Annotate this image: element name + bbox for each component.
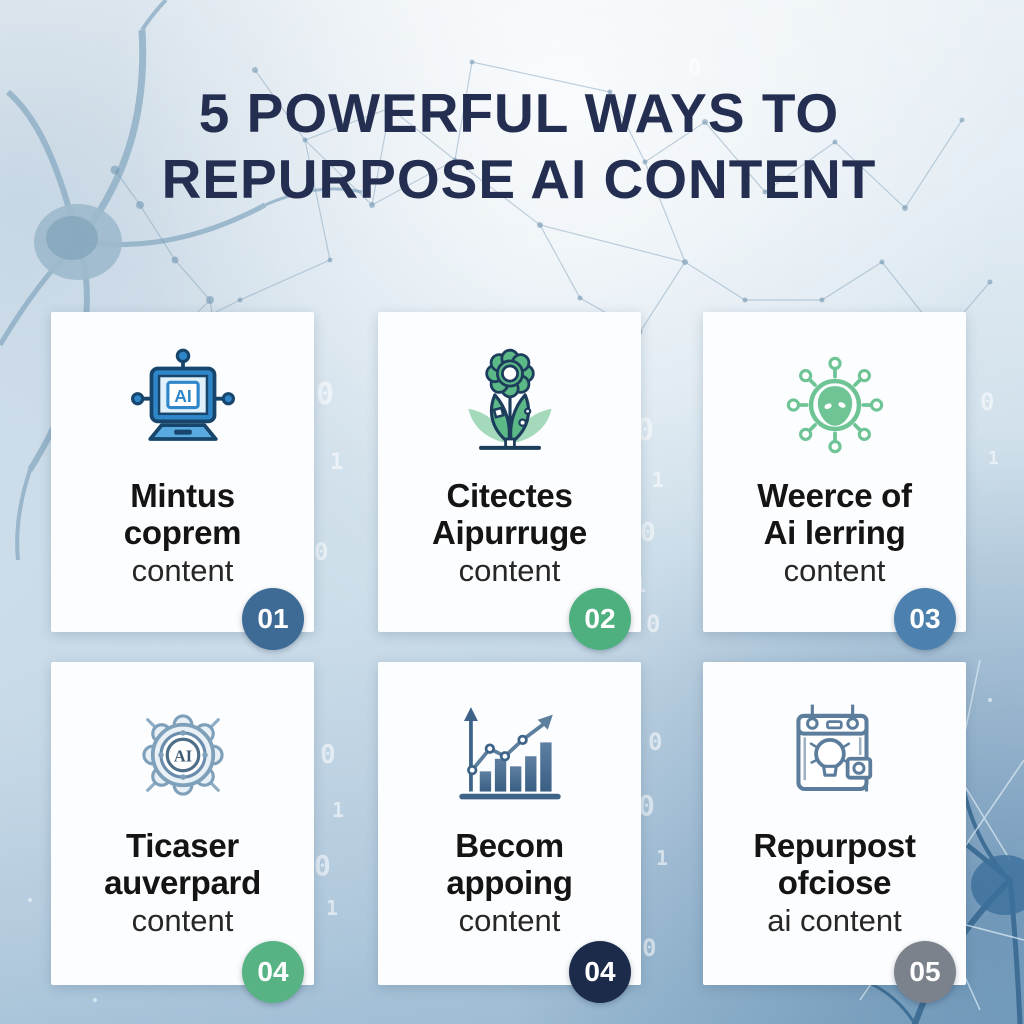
card-number-badge: 05 [894,941,956,1003]
card-number-badge: 04 [242,941,304,1003]
card-title-line2: appoing [446,863,573,901]
card-title-line2: ofciose [777,863,892,901]
card-becom-appoing: Becom appoing content 04 [378,662,641,1003]
card-number-badge: 03 [894,588,956,650]
card-subtitle: ai content [767,902,902,938]
card-title-line1: Weerce of [757,477,912,514]
growth-chart-icon [447,692,573,818]
card-repurpost-ofciose: Repurpost ofciose ai content 05 [703,662,966,1003]
card-text: Ticaser auverpard content [104,827,261,939]
page-title: 5 POWERFUL WAYS TO REPURPOSE AI CONTENT [0,80,1024,212]
ai-screen-label: AI [174,386,192,406]
binary-digit: 1 [326,896,339,920]
idea-calendar-icon [772,692,898,818]
card-title-line1: Ticaser [126,827,239,864]
binary-digit: 0 [314,849,331,882]
card-subtitle: content [458,552,561,588]
binary-digit: 1 [652,468,665,492]
card-title-line2: Ai lerring [763,513,906,551]
binary-digit: 1 [656,846,669,870]
card-number: 05 [909,956,941,987]
card-subtitle: content [131,902,234,938]
binary-digit: 0 [640,518,656,548]
binary-digit: 1 [330,450,344,475]
card-citectes-aipurruge: Citectes Aipurruge content 02 [378,312,641,650]
card-text: Repurpost ofciose ai content [753,827,916,939]
card-mintus-coprem: AI Mintus coprem content 01 [51,312,314,650]
binary-digit: 0 [320,740,336,770]
binary-digit: 0 [642,934,657,962]
card-title-line1: Mintus [130,477,235,514]
card-subtitle: content [458,902,561,938]
ai-gear-badge-icon: AI [120,692,246,818]
network-head-icon [772,342,898,468]
card-number: 01 [257,603,289,634]
card-title-line1: Citectes [446,477,573,514]
gear-flower-icon [447,342,573,468]
title-line2: REPURPOSE AI CONTENT [161,148,877,210]
card-number-badge: 04 [569,941,631,1003]
card-title-line2: coprem [123,513,242,551]
card-title-line1: Becom [455,827,564,864]
binary-digit: 1 [988,448,999,469]
card-text: Becom appoing content [446,827,573,939]
binary-digit: 0 [316,377,335,412]
card-number-badge: 01 [242,588,304,650]
card-number: 03 [909,603,941,634]
card-ticaser-auverpard: AI Ticaser auverpard content 04 [51,662,314,1003]
card-text: Citectes Aipurruge content [432,477,587,589]
card-title-line1: Repurpost [753,827,916,864]
card-text: Mintus coprem content [123,477,242,589]
ai-computer-icon: AI [120,342,246,468]
binary-digit: 1 [332,798,345,822]
card-title-line2: Aipurruge [432,513,587,551]
card-weerce-of-ai-lerring: Weerce of Ai lerring content 03 [703,312,966,650]
card-subtitle: content [131,552,234,588]
binary-digit: 0 [646,610,661,638]
binary-digit: 0 [314,538,329,566]
binary-digit: 0 [980,388,995,416]
ai-badge-label: AI [173,746,191,765]
card-number-badge: 02 [569,588,631,650]
card-number: 04 [584,956,616,987]
card-title-line2: auverpard [104,863,261,901]
title-line1: 5 POWERFUL WAYS TO [198,82,840,144]
card-text: Weerce of Ai lerring content [757,477,912,589]
binary-digit: 0 [648,728,663,756]
card-subtitle: content [783,552,886,588]
card-number: 04 [257,956,289,987]
card-number: 02 [584,603,616,634]
binary-digit: 0 [688,56,702,81]
